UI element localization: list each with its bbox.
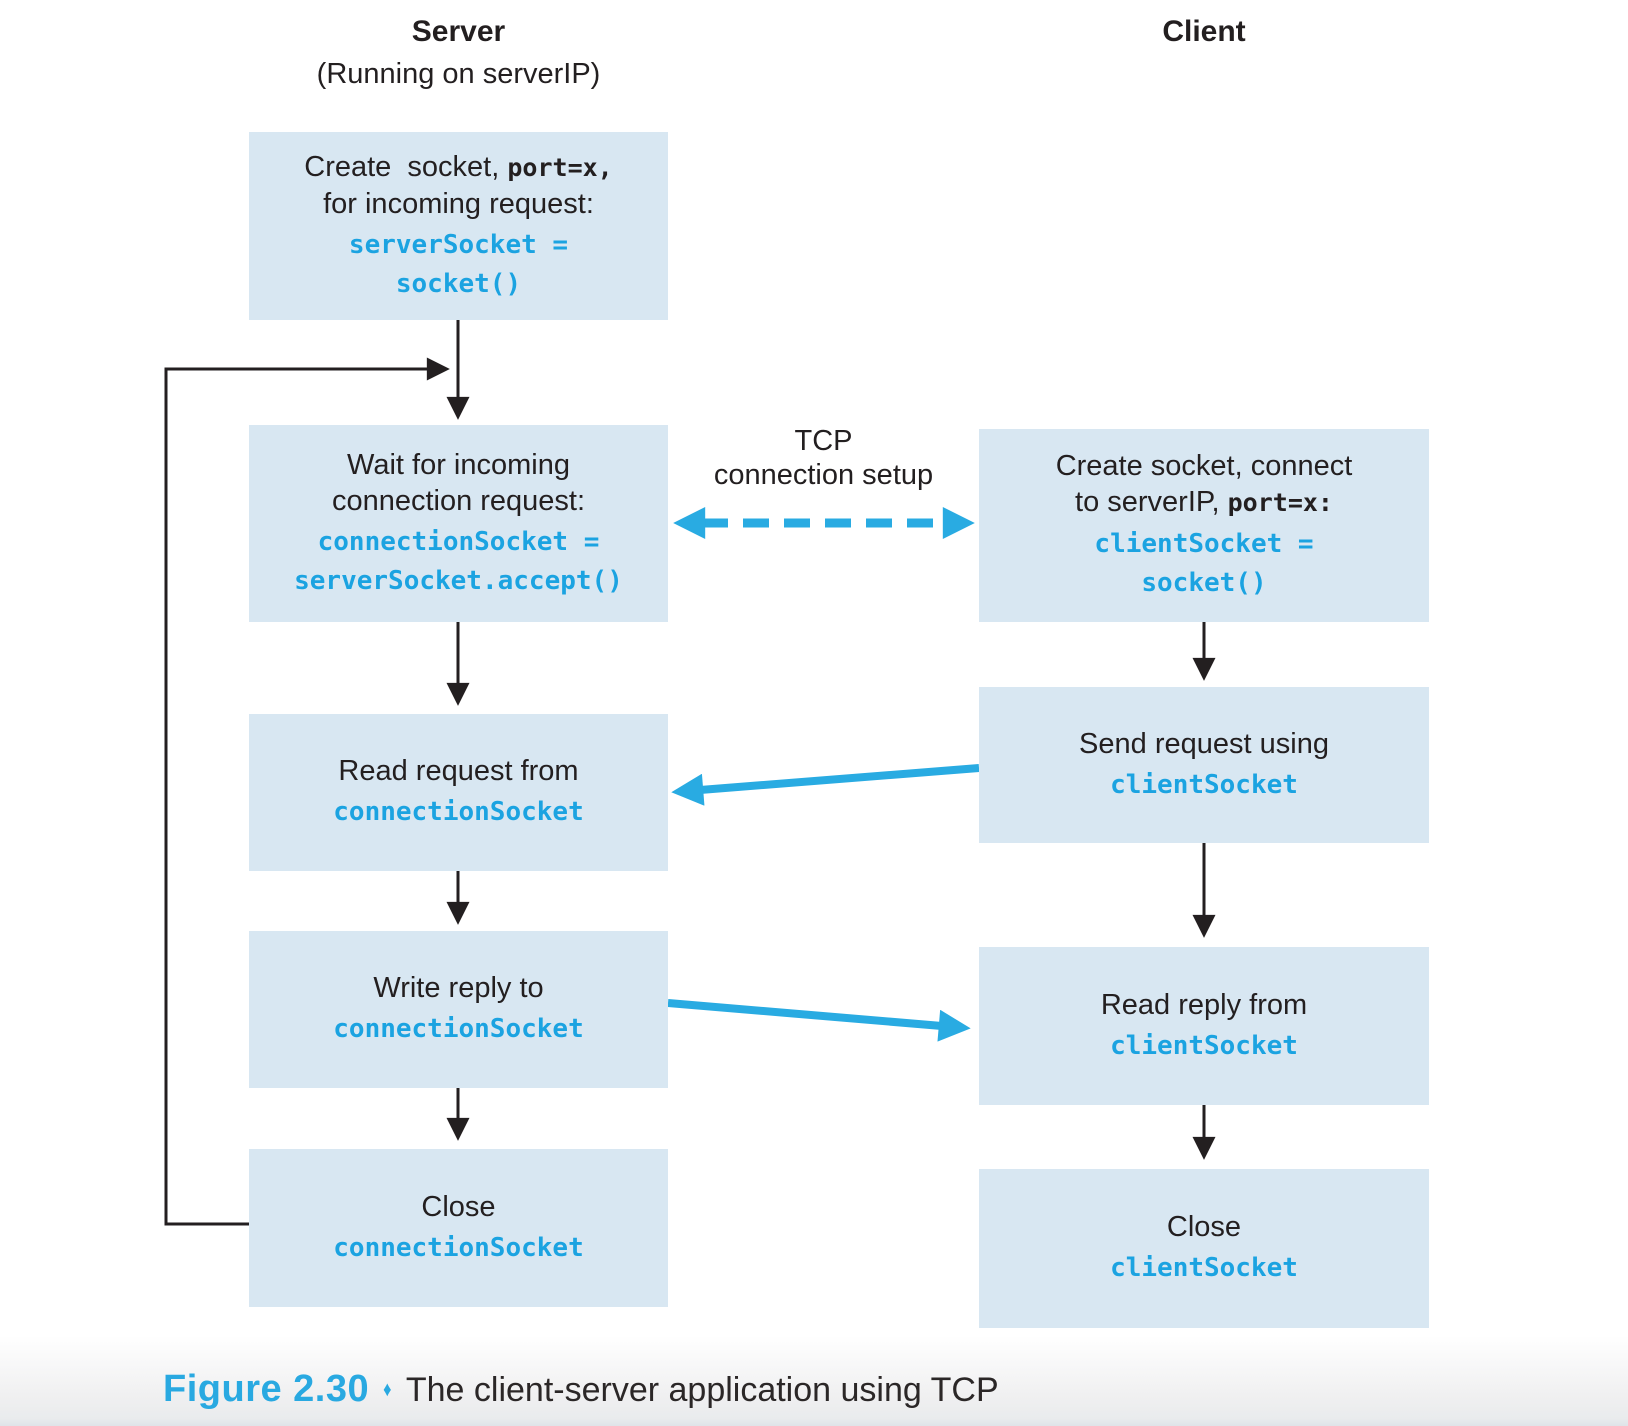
box-code: clientSocket bbox=[1110, 769, 1298, 800]
client-column-header: Client bbox=[979, 14, 1429, 50]
figure-caption-text: The client-server application using TCP bbox=[405, 1371, 999, 1409]
box-text: for incoming request: bbox=[323, 187, 594, 220]
figure-caption-number: Figure 2.30 bbox=[163, 1368, 370, 1410]
box-code: clientSocket = socket() bbox=[1094, 529, 1314, 598]
box-code: serverSocket = socket() bbox=[348, 229, 569, 299]
server-box-create-socket: Create socket, port=x, for incoming requ… bbox=[249, 132, 668, 320]
box-text: Wait for incoming connection request: bbox=[331, 448, 586, 517]
client-title: Client bbox=[1162, 15, 1246, 48]
box-text: to serverIP, port=x: bbox=[1075, 486, 1333, 518]
client-box-read-reply: Read reply from clientSocket bbox=[979, 947, 1429, 1105]
box-text: Read reply from bbox=[1100, 988, 1308, 1021]
box-text: Read request from bbox=[338, 755, 579, 787]
box-text: Send request using bbox=[1079, 727, 1329, 760]
client-box-close: Close clientSocket bbox=[979, 1169, 1429, 1328]
box-code: connectionSocket bbox=[333, 1014, 584, 1044]
inline-code: port=x, bbox=[507, 152, 613, 182]
box-code: connectionSocket bbox=[333, 1232, 584, 1263]
box-code: clientSocket bbox=[1110, 1253, 1298, 1283]
server-subtitle: (Running on serverIP) bbox=[316, 58, 601, 90]
diamond-icon: ♦ bbox=[383, 1377, 392, 1401]
box-text: Close bbox=[421, 1190, 496, 1223]
box-text: Close bbox=[1166, 1211, 1242, 1243]
arrow-reply-server-to-client bbox=[667, 999, 971, 1042]
client-box-send-request: Send request using clientSocket bbox=[979, 687, 1429, 843]
tcp-connection-setup-label: TCP connection setup bbox=[713, 425, 934, 491]
server-box-wait-connection: Wait for incoming connection request: co… bbox=[249, 425, 668, 622]
server-column-header: Server (Running on serverIP) bbox=[249, 14, 668, 92]
server-box-close: Close connectionSocket bbox=[249, 1149, 668, 1307]
client-box-create-socket: Create socket, connect to serverIP, port… bbox=[979, 429, 1429, 622]
figure-caption: Figure 2.30 ♦ The client-server applicat… bbox=[163, 1368, 999, 1411]
arrow-request-client-to-server bbox=[671, 764, 980, 806]
box-code: connectionSocket = serverSocket.accept() bbox=[294, 526, 623, 596]
box-text: Create socket, port=x, bbox=[304, 150, 613, 183]
server-box-read-request: Read request from connectionSocket bbox=[249, 714, 668, 871]
arrow-server-loop-back bbox=[164, 357, 450, 1226]
inline-code: port=x: bbox=[1227, 488, 1333, 517]
caption-background-band bbox=[0, 1336, 1628, 1426]
box-text: Create socket, connect bbox=[1055, 450, 1353, 482]
server-title: Server bbox=[411, 15, 506, 48]
box-code: clientSocket bbox=[1110, 1030, 1298, 1061]
box-code: connectionSocket bbox=[333, 797, 584, 827]
server-box-write-reply: Write reply to connectionSocket bbox=[249, 931, 668, 1088]
box-text: Write reply to bbox=[373, 972, 544, 1004]
